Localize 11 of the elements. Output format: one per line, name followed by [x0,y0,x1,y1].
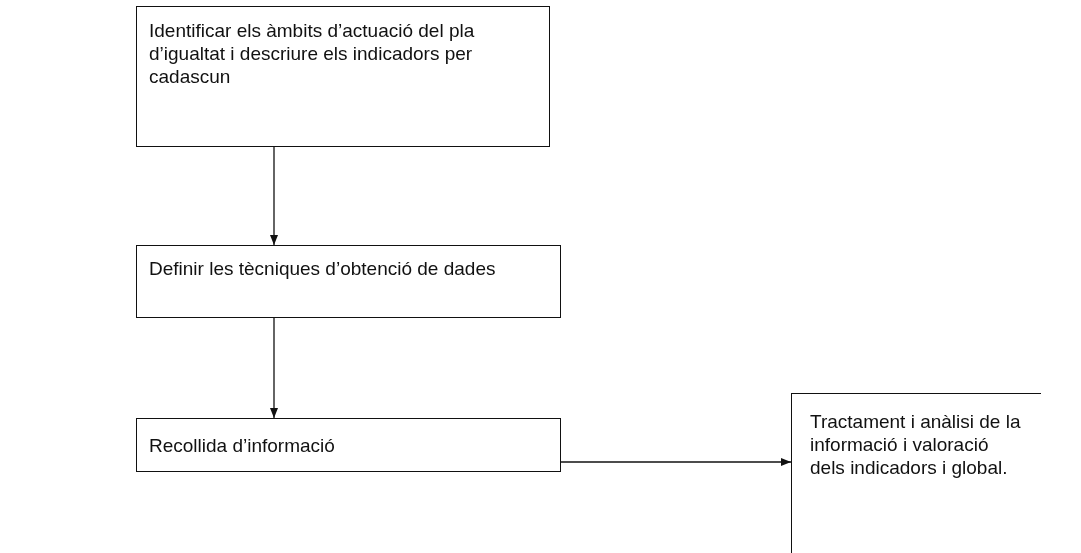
process-box [791,393,1041,553]
process-box [136,418,561,472]
arrow [560,457,792,467]
arrow [269,146,279,246]
box-text: Tractament i anàlisi de la informació i valoració dels indicadors i global. [810,410,1022,479]
process-box [136,245,561,318]
box-text: Definir les tècniques d’obtenció de dades [149,257,497,280]
process-box [136,6,550,147]
arrow [269,317,279,419]
box-text: Identificar els àmbits d’actuació del pla d’igualtat i descriure els indicadors per cadascun [149,19,476,88]
box-text: Recollida d’informació [149,434,336,457]
